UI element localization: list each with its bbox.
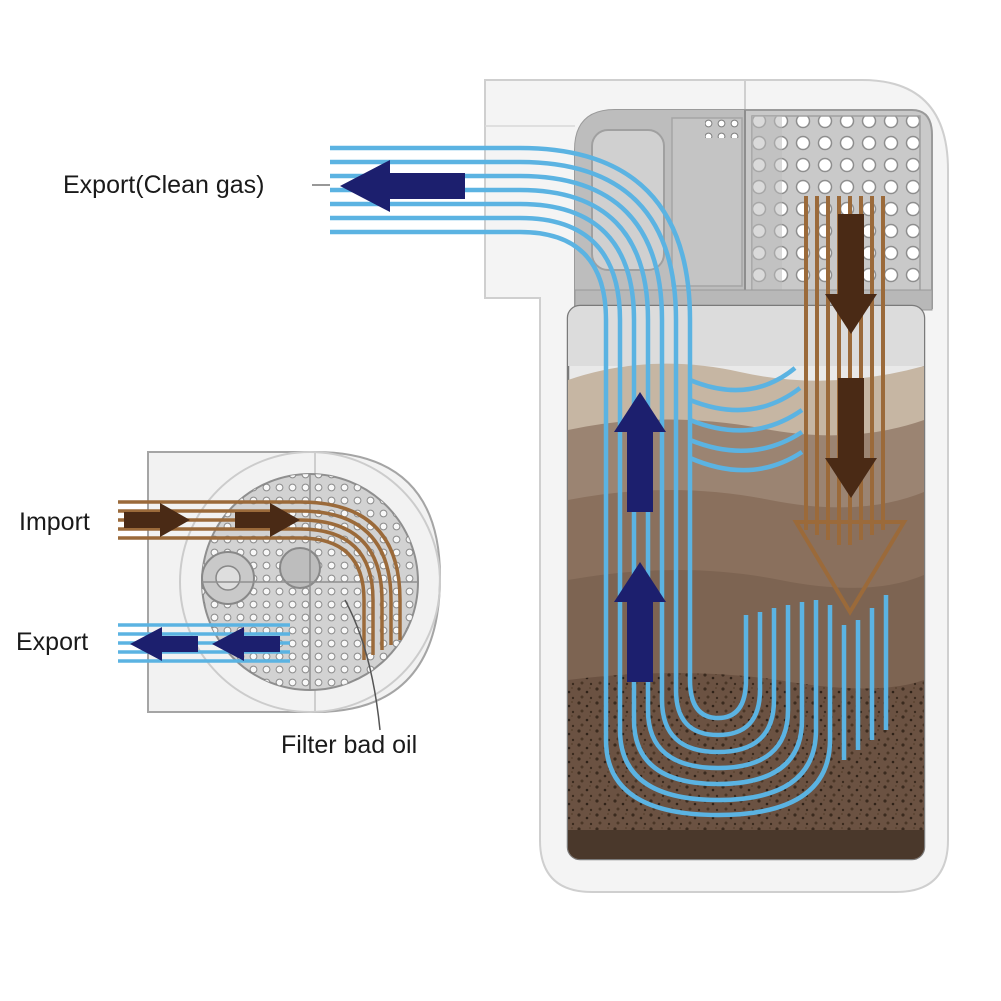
arrow-up-icon [614, 562, 666, 682]
arrow-down-icon [825, 378, 877, 498]
arrow-right-icon [235, 503, 300, 537]
arrow-left-icon [340, 160, 465, 212]
label-export: Export [16, 628, 89, 656]
arrow-right-icon [124, 503, 190, 537]
hollow-arrow-down-icon [792, 520, 908, 616]
clean-flow-curves [330, 145, 833, 818]
clean-flow-mid-arcs [689, 366, 804, 473]
import-flow-lines [118, 500, 402, 660]
filter-head [574, 109, 933, 329]
clean-flow-right-tails [841, 595, 889, 760]
leader-filter-bad-oil [344, 599, 381, 731]
arrow-up-icon [614, 392, 666, 512]
arrow-left-icon [130, 627, 198, 661]
label-export-clean-gas: Export(Clean gas) [63, 171, 265, 199]
label-import: Import [19, 508, 90, 536]
arrow-down-icon [825, 214, 877, 334]
label-filter-bad-oil: Filter bad oil [281, 731, 418, 759]
top-view-unit [147, 451, 442, 713]
arrow-left-icon [212, 627, 280, 661]
